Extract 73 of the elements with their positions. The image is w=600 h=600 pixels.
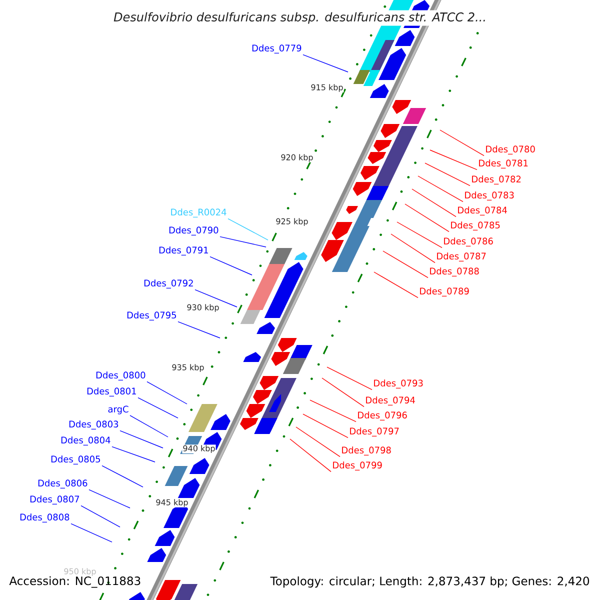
leader-line	[302, 414, 348, 438]
leader-line	[228, 218, 268, 240]
leader-line	[424, 162, 470, 186]
leader-line	[290, 438, 332, 472]
leader-line	[302, 54, 348, 72]
leader-line	[210, 256, 252, 276]
leader-line	[194, 289, 238, 308]
gene-label: Ddes_0782	[472, 176, 521, 184]
leader-line	[404, 204, 450, 232]
gene-label: Ddes_0808	[20, 514, 70, 522]
gene-label: Ddes_0788	[430, 268, 479, 276]
gene-label: Ddes_0787	[437, 252, 486, 262]
gene-label: Ddes_0807	[30, 496, 80, 504]
leader-line	[102, 465, 144, 488]
leader-line	[418, 176, 464, 202]
gene-label: Ddes_0785	[451, 222, 500, 230]
gene-label: Ddes_0797	[350, 428, 399, 436]
leader-line	[310, 400, 356, 422]
leader-line	[80, 505, 120, 528]
gene-label: Ddes_0790	[169, 226, 218, 236]
tick-label: 925 kbp	[275, 218, 309, 226]
gene-label: Ddes_0781	[479, 160, 528, 168]
gene-label: Ddes_0779	[252, 44, 302, 54]
leader-line	[326, 366, 372, 390]
gene-label: argC	[108, 406, 128, 414]
leader-line	[146, 381, 188, 404]
tick-label: 920 kbp	[280, 154, 314, 162]
gene-label: Ddes_0784	[458, 206, 507, 216]
gene-label: Ddes_0806	[38, 480, 88, 488]
gene-label: Ddes_0789	[420, 288, 469, 296]
title: Desulfovibrio desulfuricans subsp. desulfuricans str. ATCC 2...	[112, 10, 488, 26]
tick-label: 950 kbp	[63, 568, 97, 576]
gene-label: Ddes_0804	[61, 436, 110, 446]
gene-label: Ddes_0791	[159, 246, 208, 256]
gene-label: Ddes_R0024	[171, 208, 226, 218]
leader-line	[412, 188, 456, 218]
leader-line	[322, 378, 364, 408]
leader-line	[120, 430, 164, 448]
leader-line	[374, 272, 418, 298]
gene-label: Ddes_0803	[69, 420, 118, 430]
gene-label: Ddes_0796	[358, 412, 407, 420]
leader-line	[390, 234, 436, 264]
tick-label: 915 kbp	[310, 84, 344, 92]
gene-label: Ddes_0800	[96, 372, 146, 380]
leader-line	[112, 446, 156, 462]
gene-label: Ddes_0801	[87, 388, 136, 396]
tick-label: 930 kbp	[186, 304, 220, 312]
leader-line	[440, 130, 484, 156]
gene-label: Ddes_0798	[342, 446, 391, 456]
leader-line	[382, 250, 428, 278]
leader-line	[130, 415, 168, 438]
tick-label: 945 kbp	[155, 498, 189, 508]
gene-label: Ddes_0793	[374, 380, 423, 388]
tick-label: 935 kbp	[171, 364, 205, 372]
gene-label: Ddes_0792	[144, 280, 193, 288]
gene-label: Ddes_0786	[444, 238, 493, 246]
leader-line	[296, 426, 340, 458]
leader-line	[70, 523, 112, 542]
leader-line	[178, 321, 220, 338]
leader-line	[138, 397, 178, 418]
leader-line	[396, 222, 442, 248]
accession-text: Accession: NC_011883	[9, 576, 140, 588]
gene-label: Ddes_0799	[333, 462, 382, 470]
leader-line	[220, 236, 266, 248]
gene-label: Ddes_0805	[51, 456, 100, 464]
leader-line	[430, 150, 478, 170]
topology-text: Topology: circular; Length: 2,873,437 bp; Genes: 2,420	[270, 576, 590, 588]
tick-label: 940 kbp	[182, 444, 216, 454]
leader-line	[88, 489, 130, 508]
gene-label: Ddes_0795	[127, 312, 176, 320]
gene-label: Ddes_0780	[486, 146, 535, 154]
gene-label: Ddes_0794	[366, 396, 415, 406]
gene-label: Ddes_0783	[465, 192, 514, 200]
